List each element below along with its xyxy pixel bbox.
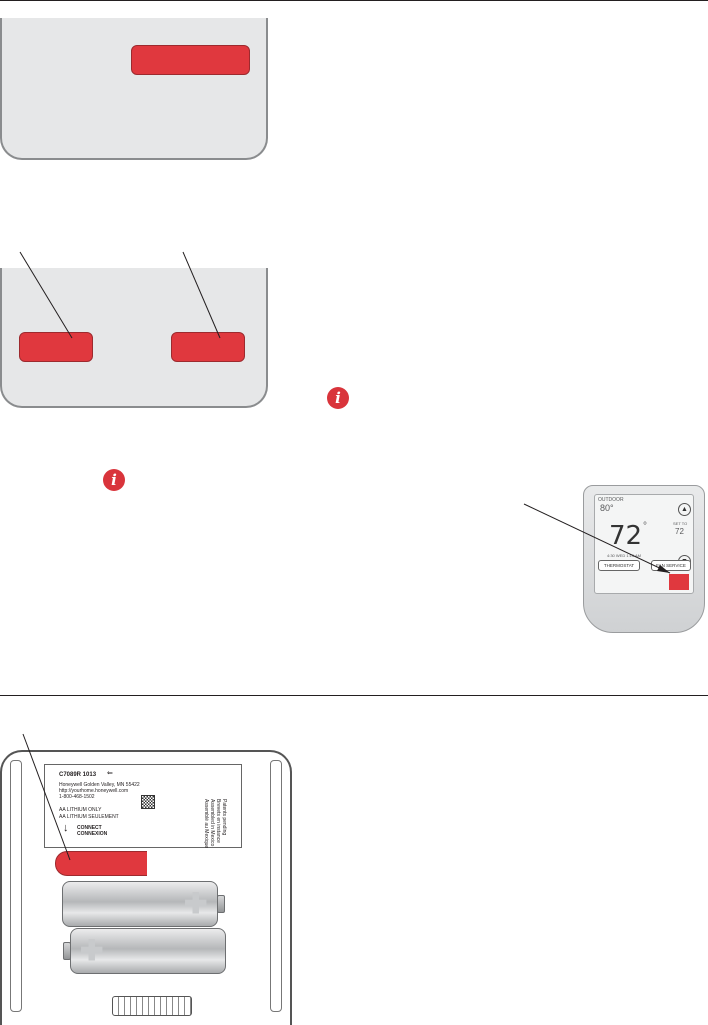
thermostat-screen: OUTDOOR 80° 72 ° SET TO 72 ▲ ▼ 4:30 WED … [594, 494, 694, 594]
set-temp: 72 [675, 527, 684, 536]
inner-housing-left [10, 760, 22, 1012]
plus-icon: ✚ [80, 935, 104, 966]
phone: 1-800-468-1502 [59, 794, 95, 800]
info-icon: i [103, 469, 125, 491]
qr-code-icon [141, 795, 155, 809]
degree-sign: ° [643, 521, 647, 532]
company-address: Honeywell Golden Valley, MN 55422 [59, 782, 140, 788]
indoor-temp: 72 [609, 521, 643, 551]
plus-icon: ✚ [184, 888, 208, 919]
battery-pull-tab[interactable] [55, 851, 147, 876]
battery-top [62, 881, 218, 927]
up-arrow-button[interactable]: ▲ [678, 503, 691, 516]
connect-arrow-icon: ↓ [63, 822, 69, 834]
time-line: 4:30 WED 1:15 AM [607, 553, 642, 558]
section-divider [0, 695, 708, 696]
thermostat-device: OUTDOOR 80° 72 ° SET TO 72 ▲ ▼ 4:30 WED … [583, 485, 705, 633]
battery-label-sticker: C7089R 1013 ⇐ Honeywell Golden Valley, M… [44, 764, 242, 848]
inner-housing-right [270, 760, 282, 1012]
info-icon: i [327, 387, 349, 409]
top-rule [0, 0, 708, 1]
terminal-connector [112, 996, 192, 1016]
red-target-square[interactable] [669, 574, 689, 590]
connect-fr: CONNEXION [77, 831, 108, 837]
battery-bottom-cap [63, 942, 71, 960]
panel-single-button [0, 18, 268, 160]
thermostat-mode-button[interactable]: THERMOSTAT [598, 560, 640, 571]
red-button-left[interactable] [19, 332, 93, 362]
outdoor-label: OUTDOOR [598, 497, 624, 503]
battery-bottom [70, 928, 226, 974]
model-number: C7089R 1013 [59, 772, 97, 778]
website: http://yourhome.honeywell.com [59, 788, 129, 794]
lithium-only-en: AA LITHIUM ONLY [59, 807, 102, 813]
side-text-line: Assembled in Mexico [209, 799, 215, 847]
side-text-line: Patents pending [221, 799, 227, 836]
red-button-right[interactable] [171, 332, 245, 362]
lithium-only-fr: AA LITHIUM SEULEMENT [59, 814, 119, 820]
red-button-top[interactable] [131, 45, 250, 75]
outdoor-temp: 80° [600, 503, 614, 513]
connect-en: CONNECT [77, 825, 102, 831]
battery-top-cap [217, 895, 225, 913]
model-arrow: ⇐ [107, 770, 113, 777]
fan-service-button[interactable]: FAN SERVICE [651, 560, 691, 571]
side-text-block: Patents pending Brevets en instance Asse… [187, 799, 227, 848]
side-text-line: Assemblé au Mexique [203, 799, 209, 849]
side-text-line: Brevets en instance [215, 799, 221, 843]
set-label: SET TO [673, 521, 688, 526]
